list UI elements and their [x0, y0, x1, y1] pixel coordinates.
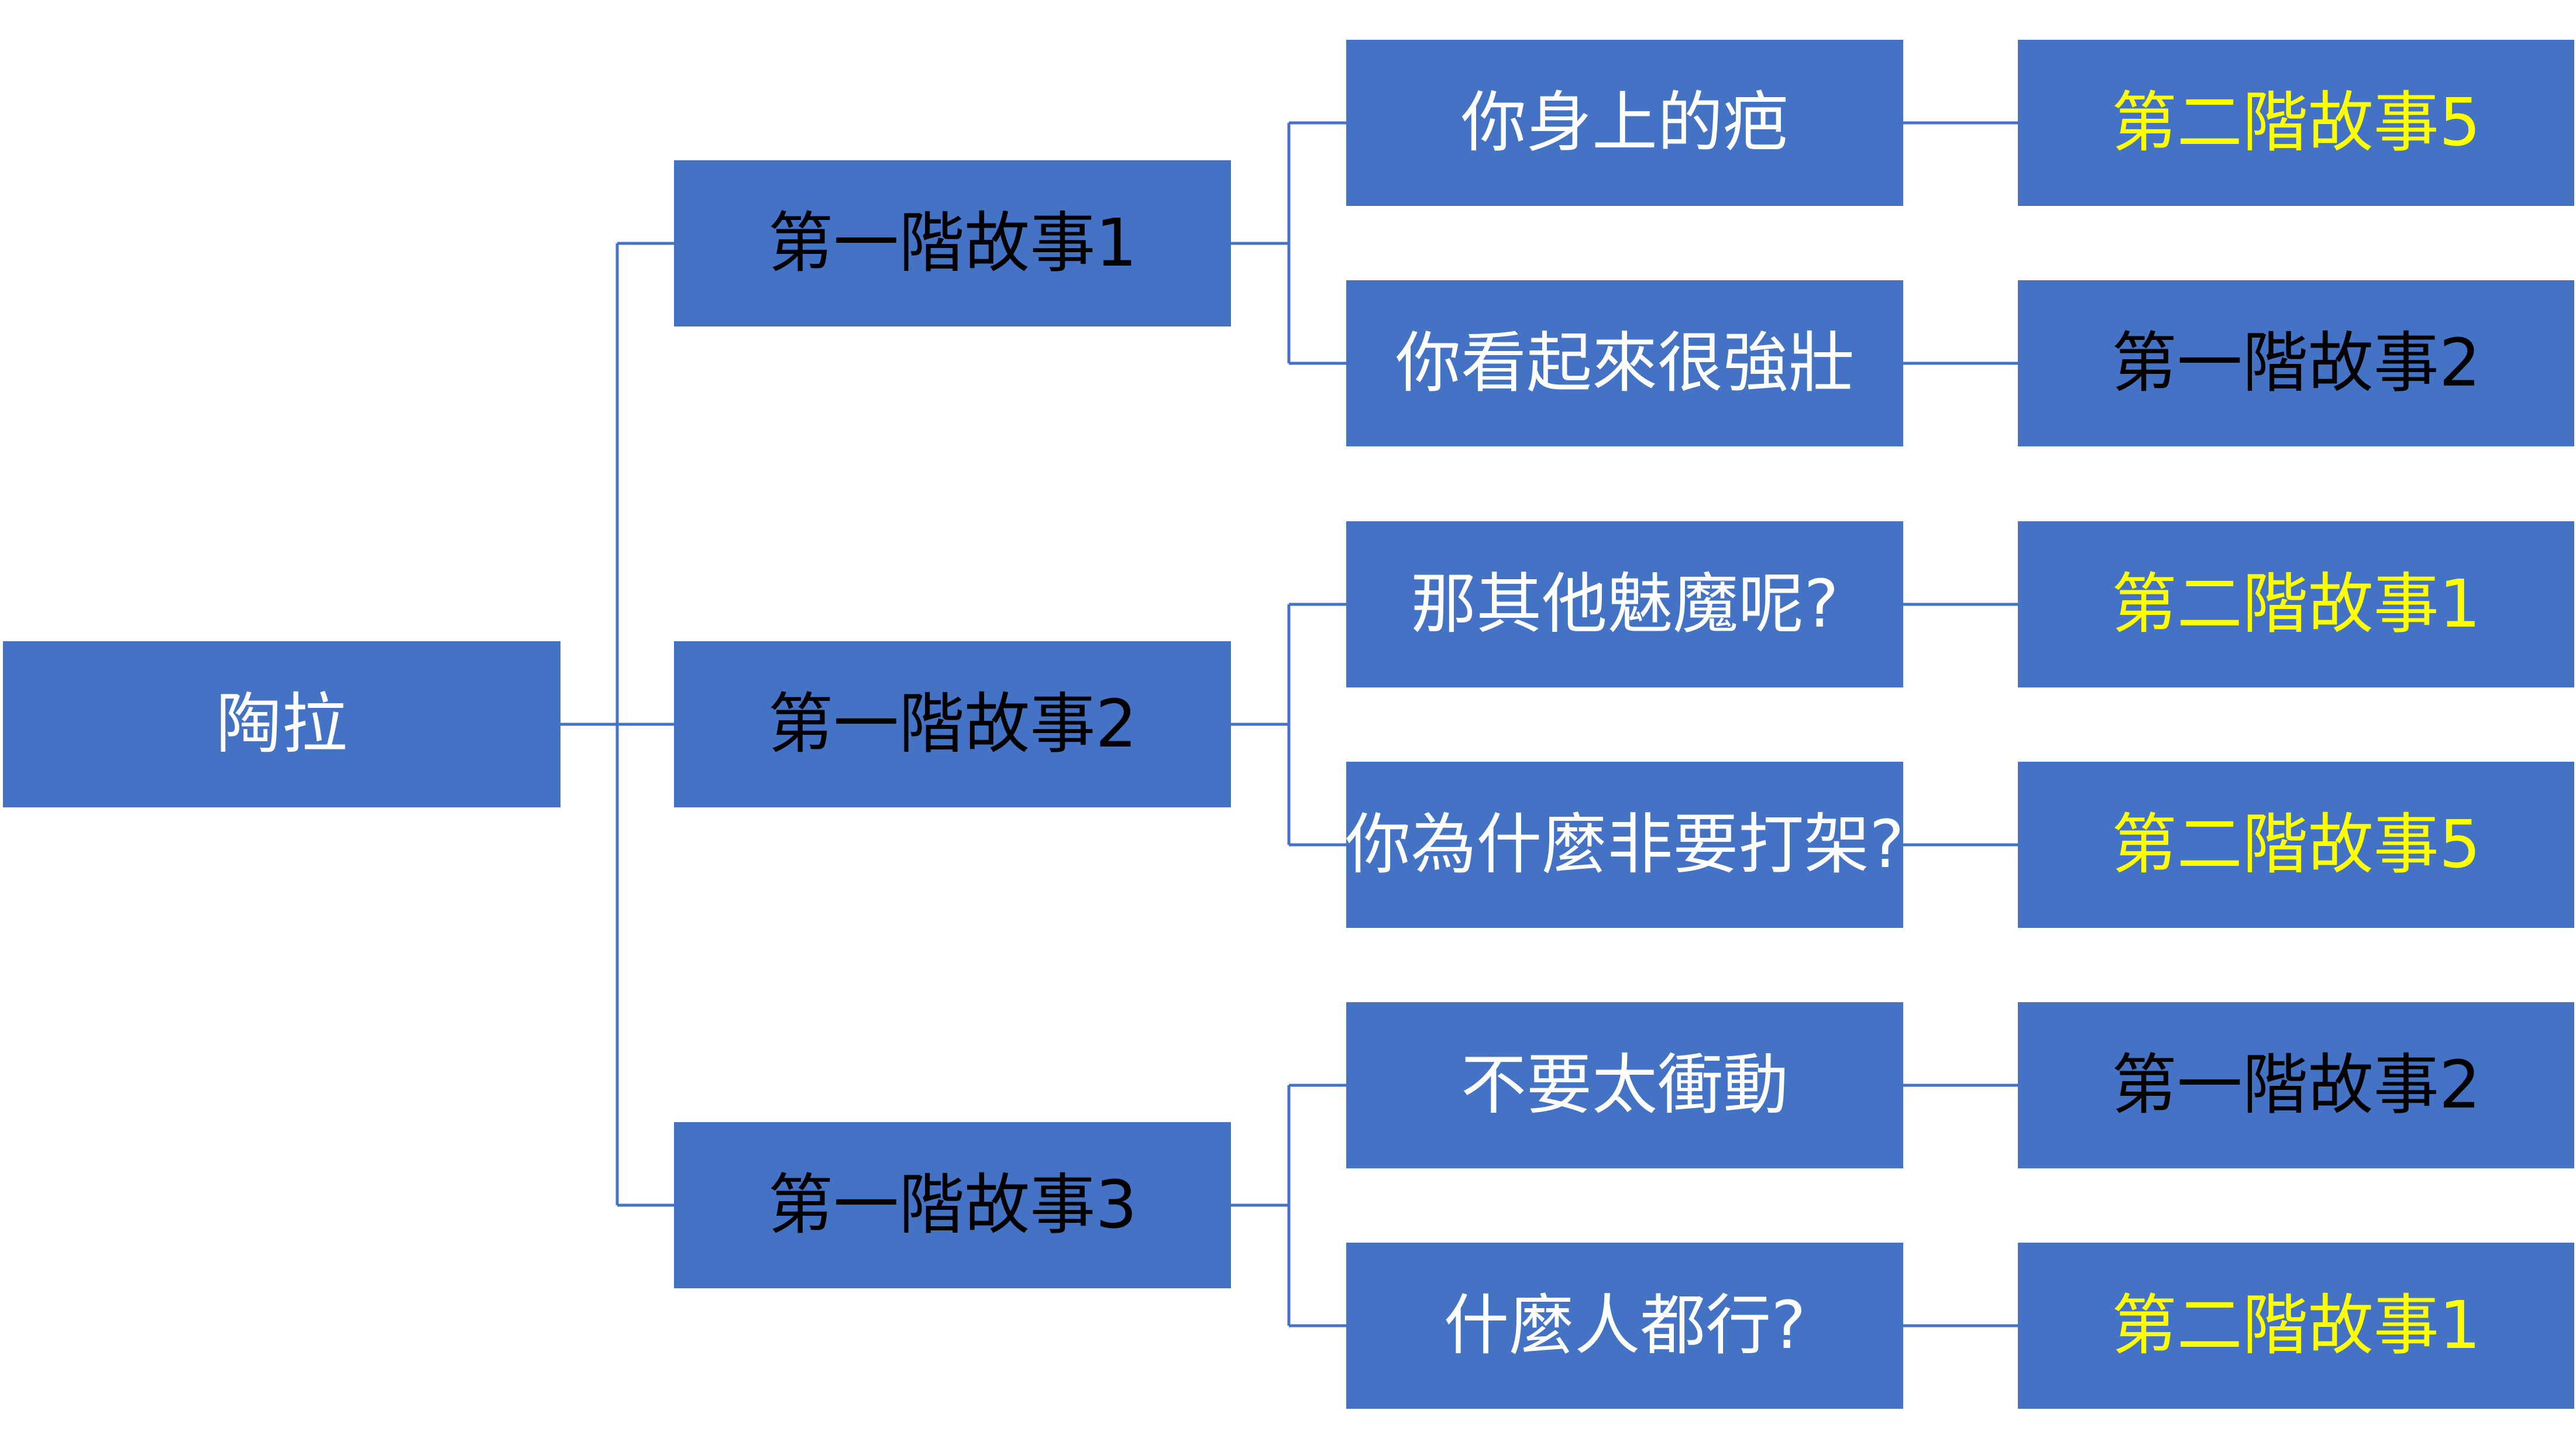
connector-root-to-branches — [560, 242, 674, 1207]
branch-node-1: 第一階故事1 — [674, 160, 1231, 326]
root-node: 陶拉 — [3, 641, 560, 807]
branch-label: 第一階故事1 — [768, 205, 1137, 281]
option-label: 不要太衝動 — [1461, 1047, 1789, 1123]
option-node-5: 不要太衝動 — [1346, 1002, 1903, 1168]
connector-branch-1 — [1231, 121, 1346, 365]
result-node-4: 第二階故事5 — [2018, 762, 2574, 928]
option-node-4: 你為什麼非要打架? — [1345, 762, 1904, 928]
root-label: 陶拉 — [216, 686, 348, 762]
branch-label: 第一階故事2 — [768, 686, 1137, 762]
connector-branch-3 — [1231, 1084, 1346, 1327]
option-label: 你身上的疤 — [1461, 85, 1789, 161]
option-label: 你看起來很強壯 — [1395, 325, 1854, 401]
result-label: 第二階故事5 — [2111, 807, 2481, 883]
branch-node-3: 第一階故事3 — [674, 1122, 1231, 1288]
result-node-6: 第二階故事1 — [2018, 1243, 2574, 1409]
branch-label: 第一階故事3 — [768, 1167, 1137, 1243]
connector-branch-2 — [1231, 603, 1346, 847]
option-label: 那其他魅魔呢? — [1411, 566, 1839, 642]
option-node-2: 你看起來很強壯 — [1346, 280, 1903, 446]
result-node-1: 第二階故事5 — [2018, 40, 2574, 206]
result-label: 第二階故事5 — [2111, 85, 2481, 161]
option-node-1: 你身上的疤 — [1346, 40, 1903, 206]
option-node-3: 那其他魅魔呢? — [1346, 521, 1903, 687]
option-label: 什麼人都行? — [1443, 1288, 1806, 1364]
branch-node-2: 第一階故事2 — [674, 641, 1231, 807]
result-label: 第二階故事1 — [2111, 566, 2481, 642]
result-node-2: 第一階故事2 — [2018, 280, 2574, 446]
option-node-6: 什麼人都行? — [1346, 1243, 1903, 1409]
option-label: 你為什麼非要打架? — [1345, 807, 1904, 883]
result-node-5: 第一階故事2 — [2018, 1002, 2574, 1168]
result-node-3: 第二階故事1 — [2018, 521, 2574, 687]
result-label: 第二階故事1 — [2111, 1288, 2481, 1364]
result-label: 第一階故事2 — [2111, 325, 2481, 401]
result-label: 第一階故事2 — [2111, 1047, 2481, 1123]
